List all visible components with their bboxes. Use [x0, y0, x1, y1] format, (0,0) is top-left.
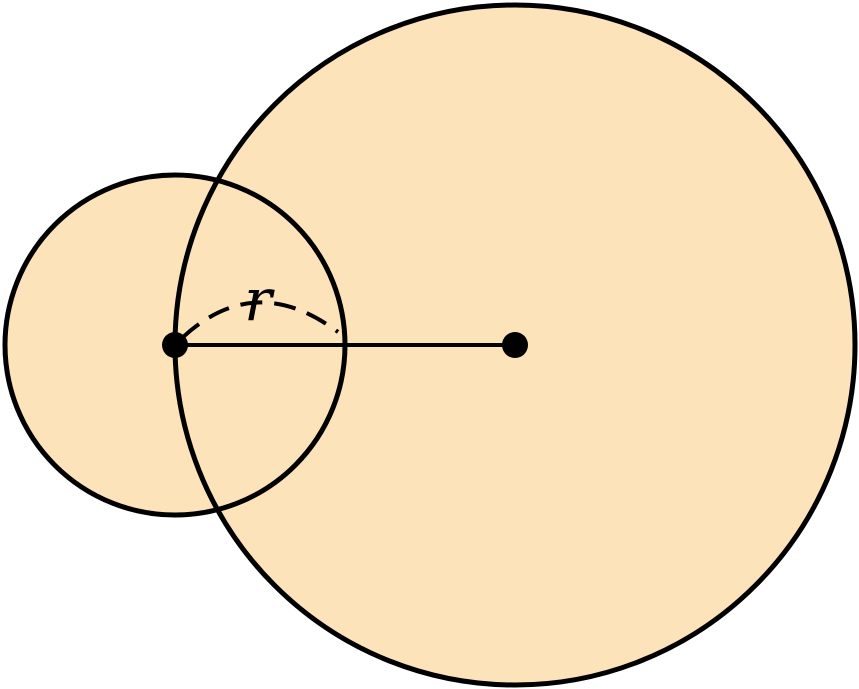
radius-dashed-arc [180, 300, 340, 340]
small-circle-center-point [162, 332, 188, 358]
large-circle-center-point [502, 332, 528, 358]
radius-label: r [244, 266, 275, 334]
